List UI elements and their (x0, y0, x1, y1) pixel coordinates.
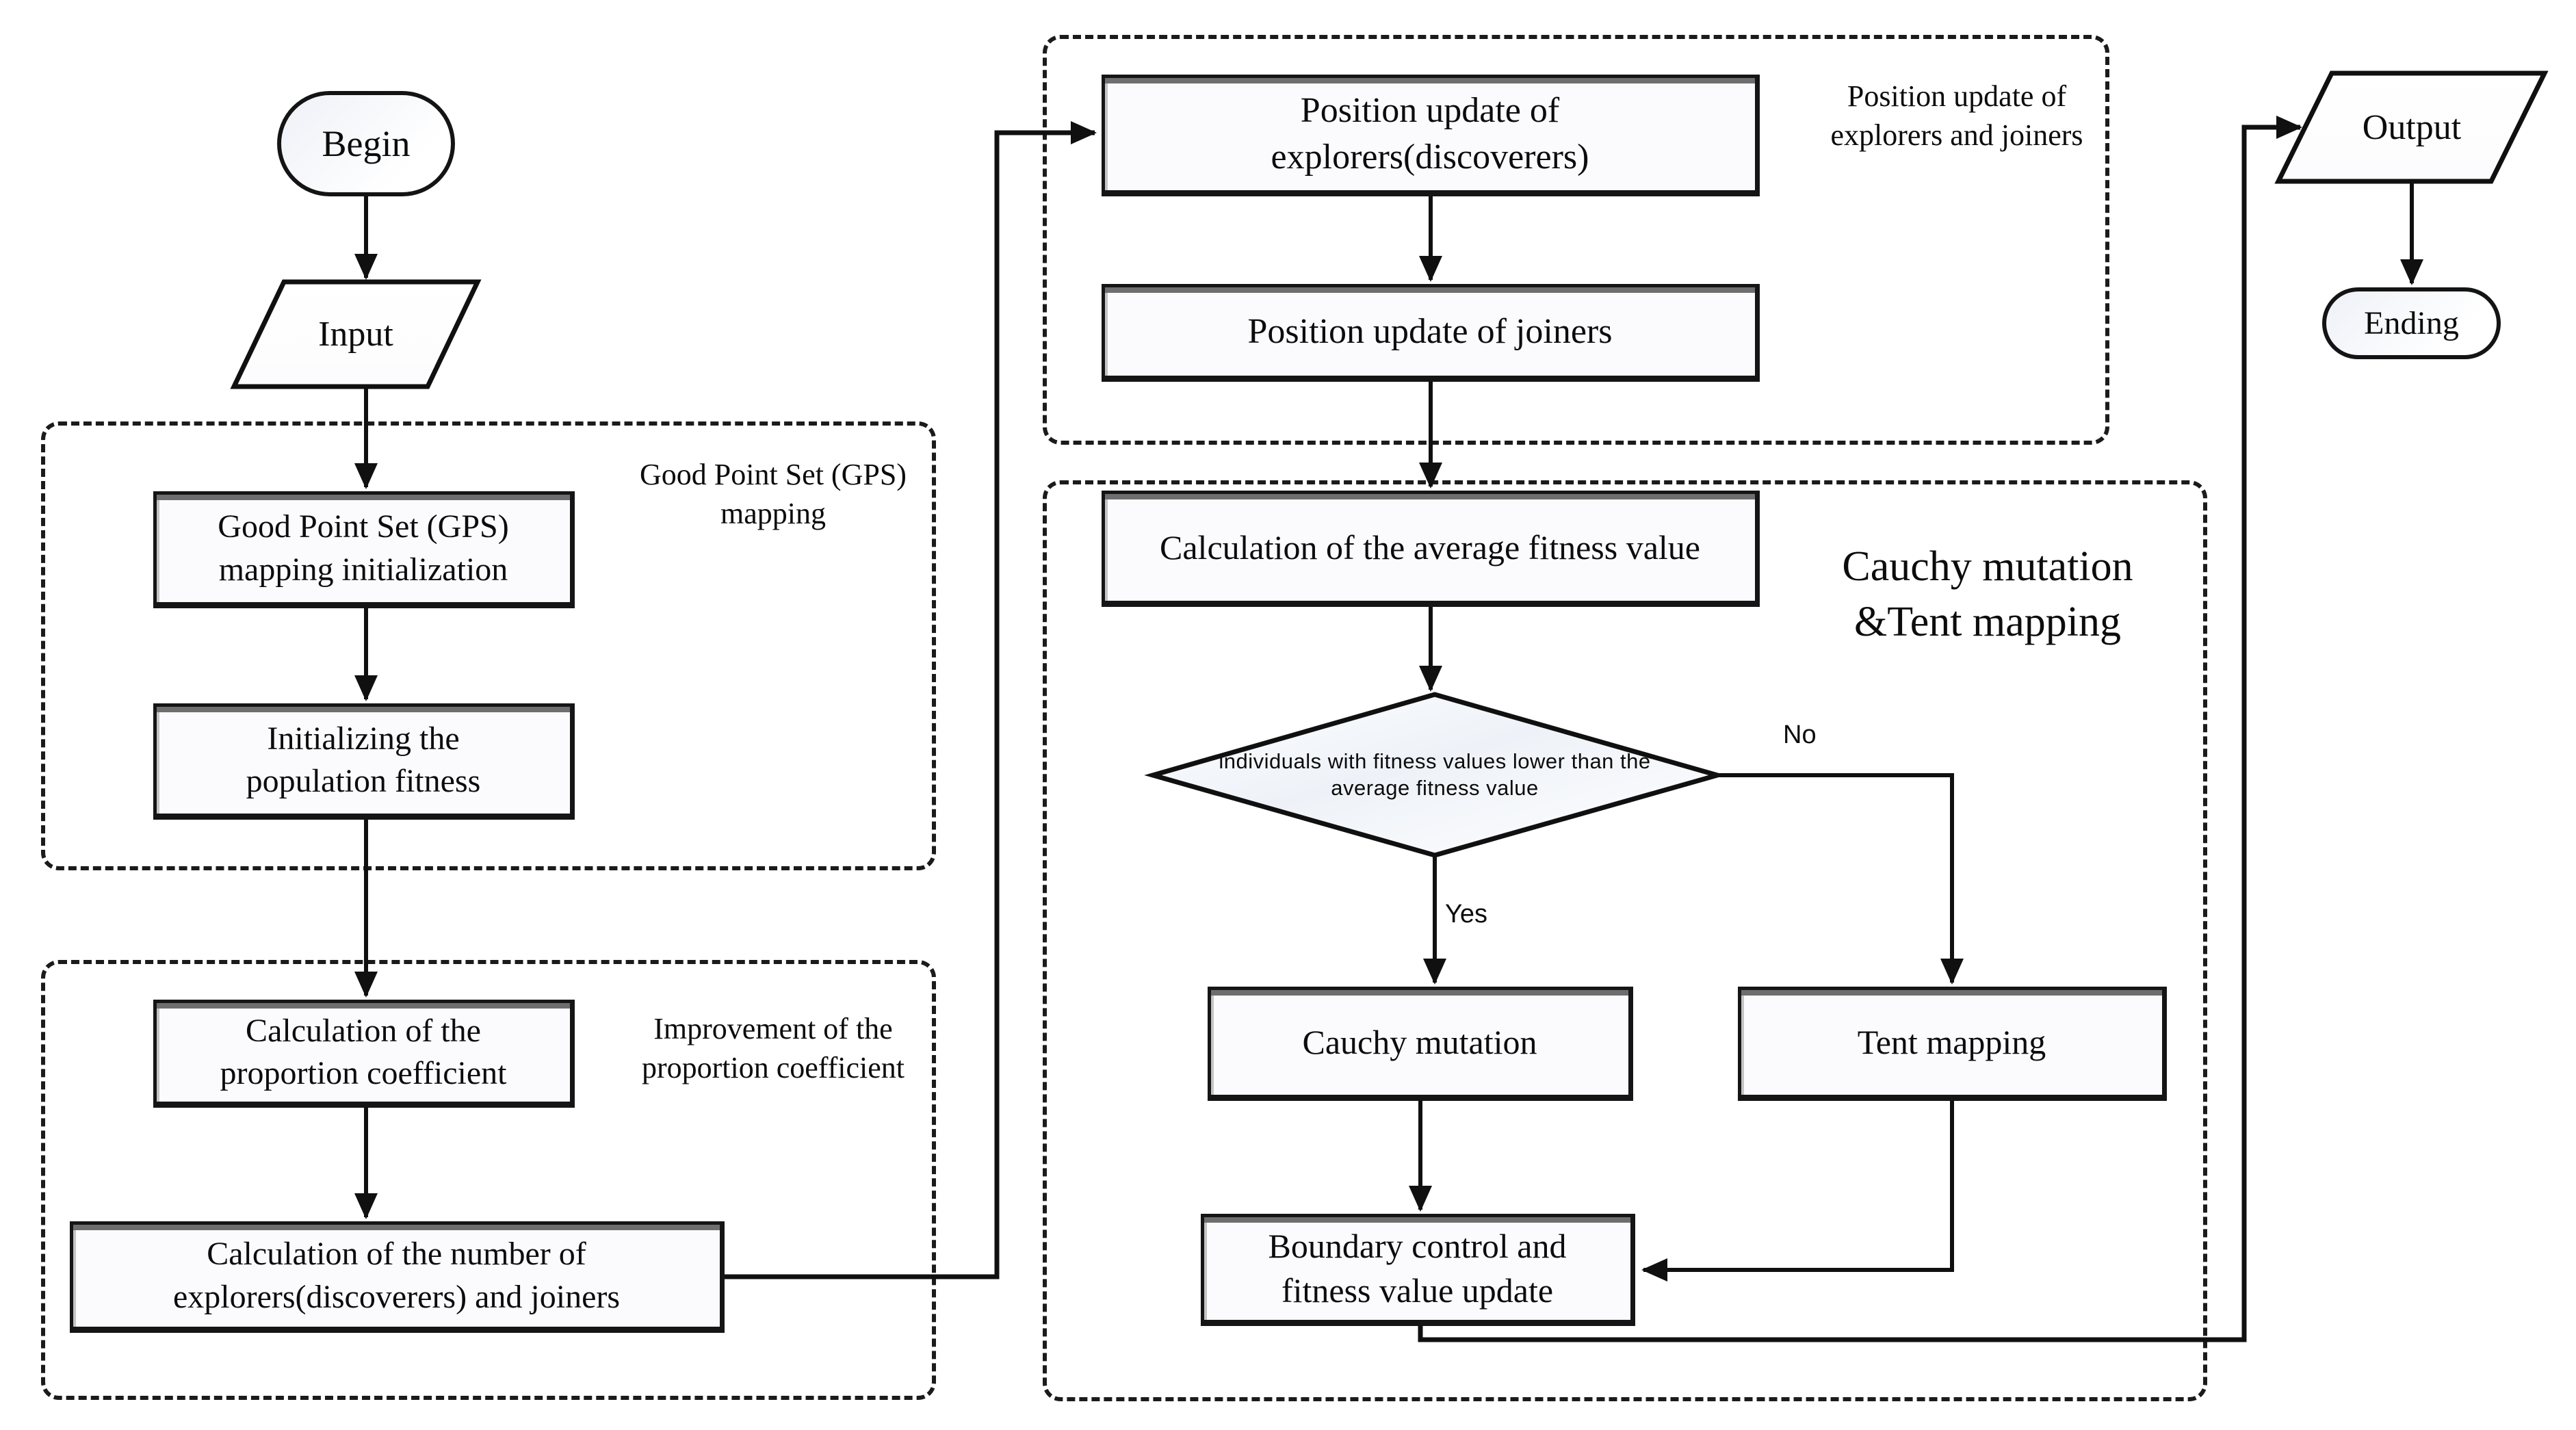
node-tent: Tent mapping (1738, 987, 2167, 1101)
group-label-gps-mapping: Good Point Set (GPS) mapping (640, 458, 907, 531)
ending-label: Ending (2364, 305, 2459, 341)
node-prop-coeff: Calculation of the proportion coefficien… (153, 1000, 575, 1108)
edge-numexplorers-posexplorers (725, 121, 1097, 1279)
cauchy-label: Cauchy mutation (1302, 1023, 1537, 1061)
num-explorers-label: Calculation of the number of explorers(d… (172, 1236, 621, 1315)
node-pos-explorers: Position update of explorers(discoverers… (1102, 75, 1760, 196)
begin-label: Begin (322, 123, 411, 164)
node-boundary: Boundary control and fitness value updat… (1201, 1214, 1635, 1326)
input-label: Input (318, 315, 393, 354)
decision-diamond (1144, 692, 1726, 858)
edge-label-no: No (1783, 720, 1817, 749)
group-label-position-update: Position update of explorers and joiners (1830, 79, 2083, 153)
node-gps-init: Good Point Set (GPS) mapping initializat… (153, 491, 575, 608)
group-position-update (1043, 35, 2109, 445)
avg-fitness-label: Calculation of the average fitness value (1160, 528, 1700, 567)
pos-joiners-label: Position update of joiners (1247, 311, 1613, 351)
node-cauchy: Cauchy mutation (1208, 987, 1633, 1101)
edge-decision-tent-no (1717, 773, 1964, 985)
node-avg-fitness: Calculation of the average fitness value (1102, 491, 1760, 607)
edge-boundary-output (1418, 116, 2302, 1342)
edge-tent-boundary (1641, 1101, 1954, 1282)
node-input: Input (253, 282, 458, 387)
node-begin: Begin (277, 91, 455, 196)
prop-coeff-label: Calculation of the proportion coefficien… (220, 1012, 507, 1091)
group-label-cauchy-tent: Cauchy mutation &Tent mapping (1842, 543, 2133, 645)
edge-label-yes: Yes (1445, 900, 1487, 928)
node-num-explorers: Calculation of the number of explorers(d… (70, 1221, 725, 1333)
decision-text: individuals with fitness values lower th… (1188, 725, 1681, 825)
init-fitness-label: Initializing the population fitness (246, 720, 481, 799)
group-gps-mapping (41, 421, 936, 870)
group-improvement-proportion (41, 960, 936, 1400)
pos-explorers-label: Position update of explorers(discoverers… (1271, 91, 1589, 177)
output-parallelogram (2274, 70, 2549, 184)
node-ending: Ending (2322, 287, 2501, 359)
node-pos-joiners: Position update of joiners (1102, 284, 1760, 382)
output-label: Output (2362, 107, 2462, 147)
group-cauchy-tent (1043, 480, 2207, 1401)
input-parallelogram (230, 279, 482, 389)
gps-init-label: Good Point Set (GPS) mapping initializat… (218, 508, 509, 588)
group-label-improvement: Improvement of the proportion coefficien… (641, 1012, 905, 1085)
boundary-label: Boundary control and fitness value updat… (1268, 1227, 1567, 1310)
node-output: Output (2309, 73, 2514, 181)
tent-label: Tent mapping (1857, 1023, 2046, 1061)
decision-label: individuals with fitness values lower th… (1219, 749, 1651, 800)
node-init-fitness: Initializing the population fitness (153, 703, 575, 820)
